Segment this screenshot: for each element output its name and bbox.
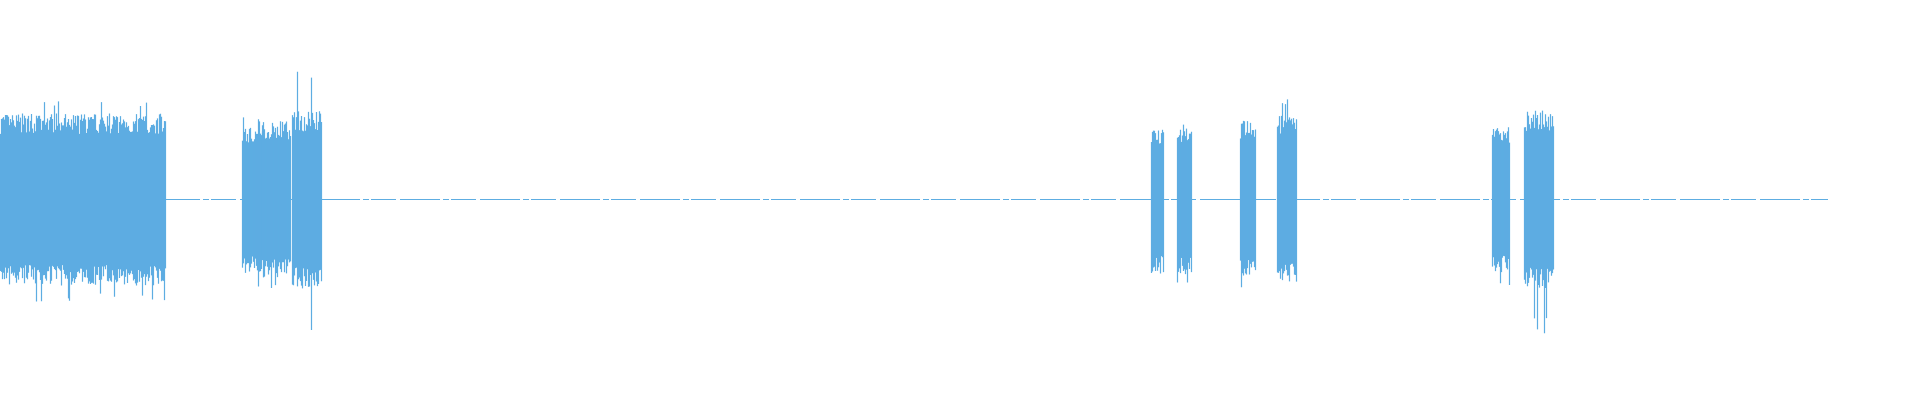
waveform-bursts [0,71,1555,334]
